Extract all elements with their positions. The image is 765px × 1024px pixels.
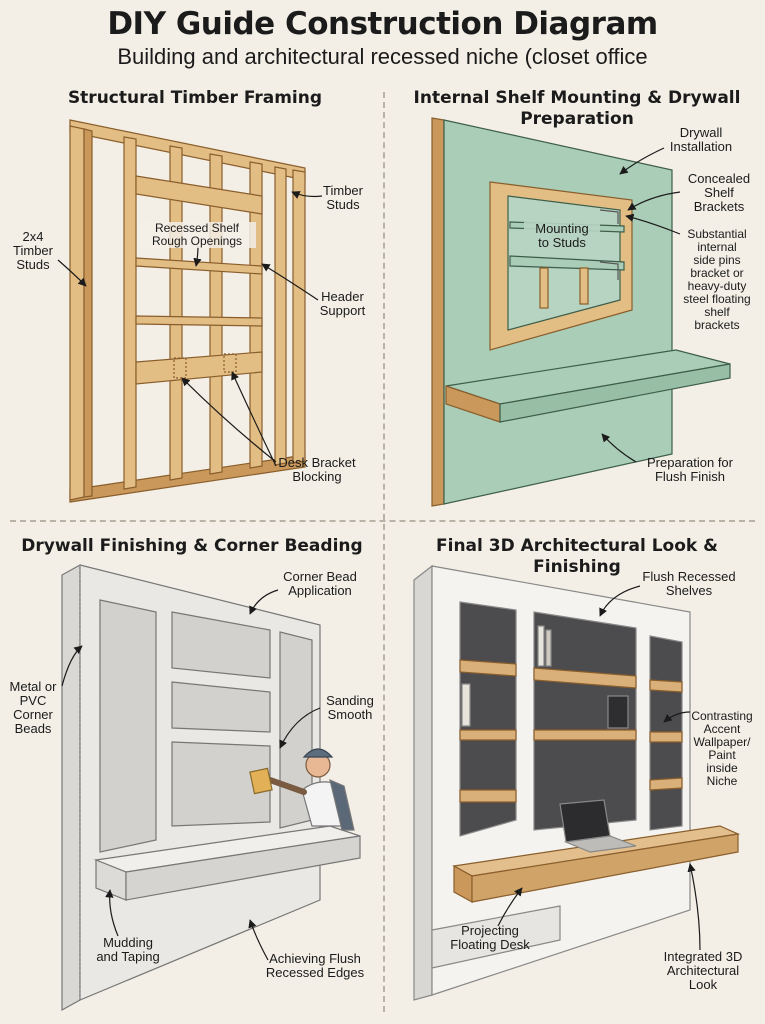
label-timber-studs-left: 2x4 Timber Studs — [13, 229, 53, 272]
label-integrated-look: Integrated 3D Architectural Look — [663, 949, 743, 992]
drywall-finishing-illustration — [61, 563, 361, 1012]
label-concealed-brackets: Concealed Shelf Brackets — [687, 171, 751, 214]
label-accent-paint: Contrasting Accent Wallpaper/ Paint insi… — [691, 709, 753, 788]
label-drywall-installation: Drywall Installation — [669, 125, 733, 154]
timber-frame-illustration — [69, 119, 306, 503]
panel-title-finishing: Drywall Finishing & Corner Beading — [21, 536, 363, 556]
vertical-divider — [383, 92, 385, 1012]
label-timber-studs-right: Timber Studs — [323, 183, 363, 212]
page-subtitle: Building and architectural recessed nich… — [117, 44, 648, 69]
page-title: DIY Guide Construction Diagram — [107, 6, 658, 42]
panel-title-final: Final 3D Architectural Look & Finishing — [436, 536, 718, 577]
panel-title-framing: Structural Timber Framing — [67, 88, 323, 108]
label-mounting-to-studs: Mounting to Studs — [524, 222, 600, 250]
label-flush-shelves: Flush Recessed Shelves — [642, 569, 736, 598]
label-side-pins-brackets: Substantial internal side pins bracket o… — [683, 227, 751, 332]
panel-title-mounting: Internal Shelf Mounting & Drywall Prepar… — [413, 88, 741, 129]
label-flush-edges: Achieving Flush Recessed Edges — [265, 951, 365, 980]
label-flush-finish: Preparation for Flush Finish — [647, 455, 733, 484]
label-desk-blocking: Desk Bracket Blocking — [278, 455, 356, 484]
final-look-illustration — [413, 564, 741, 1001]
label-mudding-taping: Mudding and Taping — [96, 935, 160, 964]
label-header-support: Header Support — [319, 289, 366, 318]
label-sanding-smooth: Sanding Smooth — [326, 693, 374, 722]
label-floating-desk: Projecting Floating Desk — [450, 923, 530, 952]
horizontal-divider — [10, 520, 755, 522]
callout-arrows — [57, 147, 701, 961]
label-rough-openings: Recessed Shelf Rough Openings — [138, 222, 256, 248]
label-corner-bead-application: Corner Bead Application — [283, 569, 357, 598]
label-corner-beads: Metal or PVC Corner Beads — [9, 679, 57, 736]
